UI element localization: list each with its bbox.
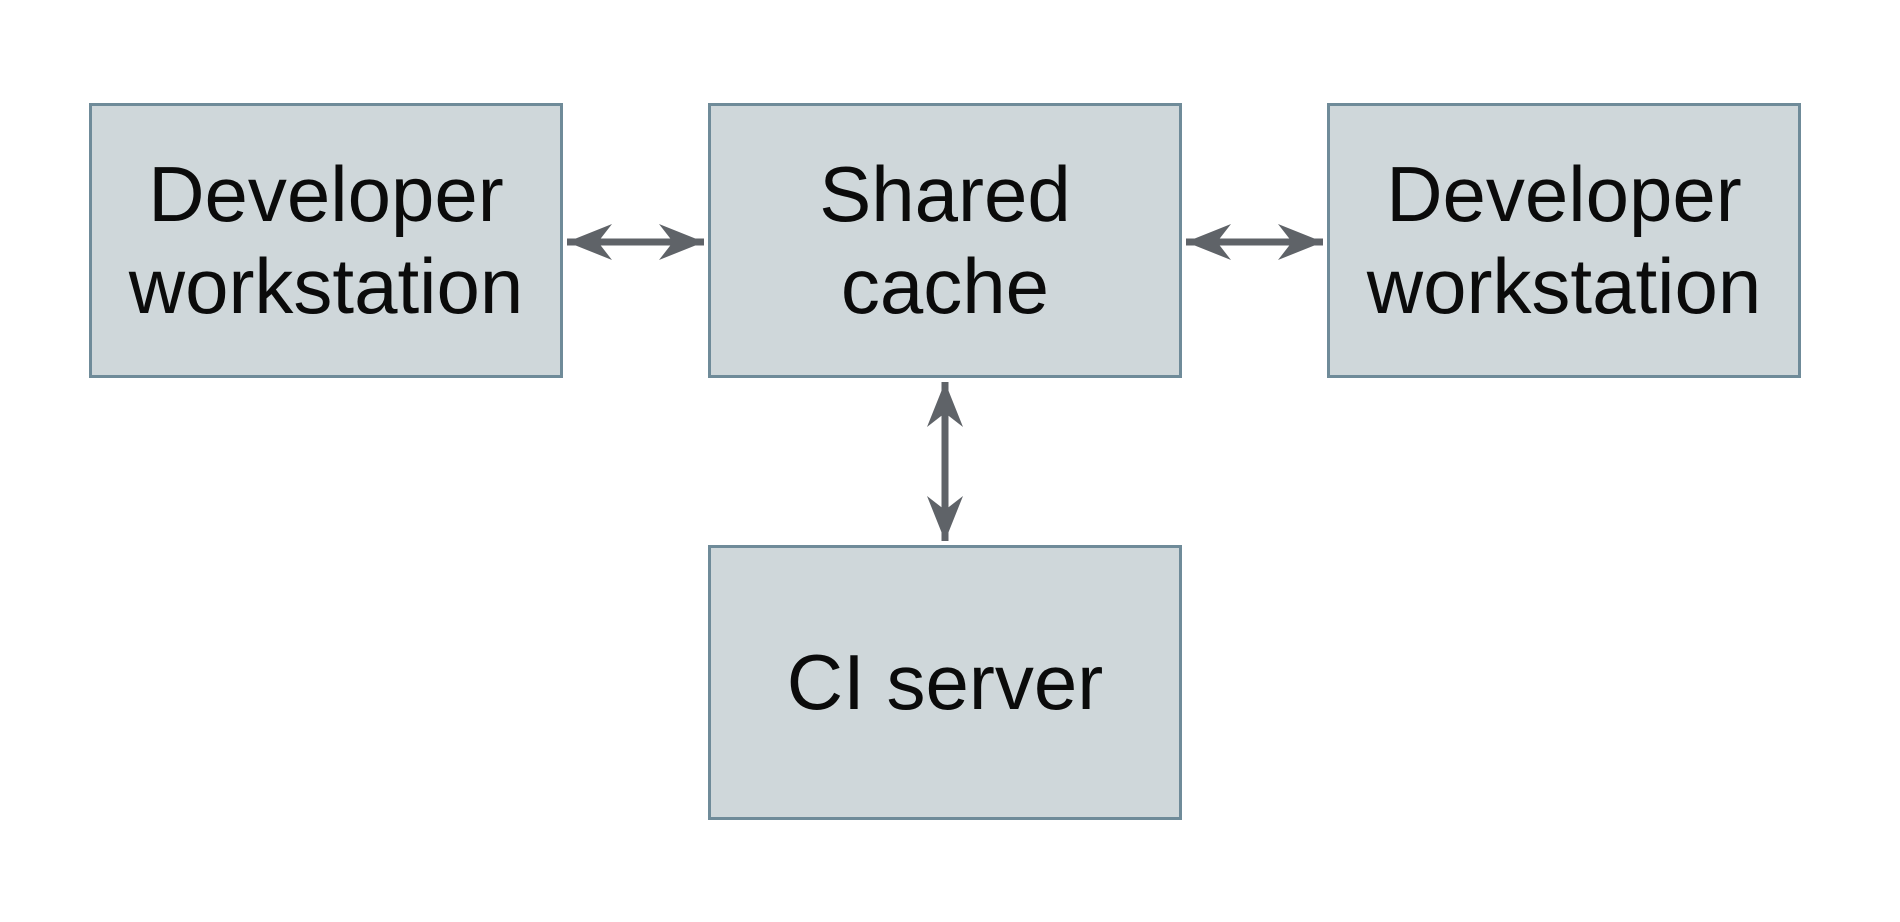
node-developer-workstation-left: Developer workstation xyxy=(89,103,563,378)
node-label: Developer workstation xyxy=(128,150,524,330)
node-developer-workstation-right: Developer workstation xyxy=(1327,103,1801,378)
node-label: CI server xyxy=(786,637,1104,726)
node-ci-server: CI server xyxy=(708,545,1182,820)
node-label: Shared cache xyxy=(819,150,1071,330)
node-label: Developer workstation xyxy=(1366,150,1762,330)
node-shared-cache: Shared cache xyxy=(708,103,1182,378)
